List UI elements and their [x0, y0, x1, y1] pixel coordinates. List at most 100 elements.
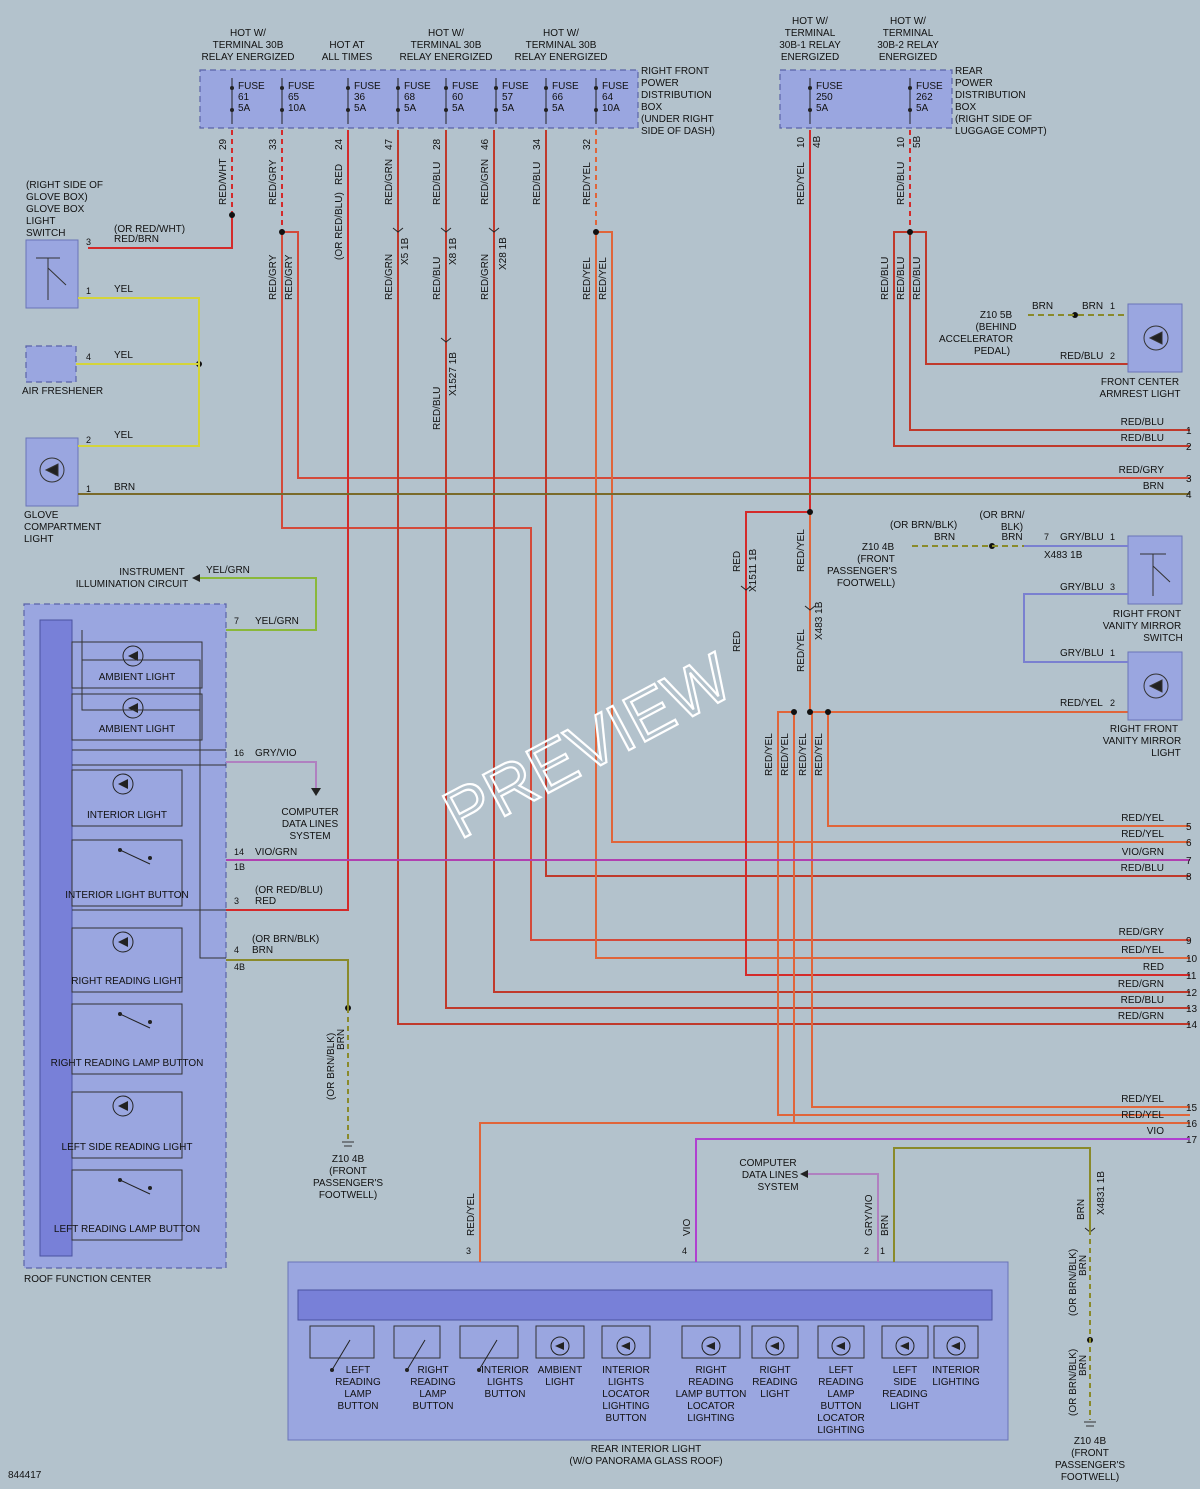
svg-text:BRN: BRN	[1143, 481, 1164, 492]
svg-text:RED/YEL: RED/YEL	[814, 733, 825, 776]
svg-text:6: 6	[1186, 838, 1192, 849]
pin-r4: 4	[682, 1246, 687, 1256]
or-brn-blk-right-2: (OR BRN/BLK)BRN	[980, 510, 1025, 543]
right-wire-3: RED/GRY 3	[1119, 465, 1192, 485]
lamp-icon	[39, 457, 65, 483]
svg-text:RED/YEL: RED/YEL	[796, 529, 807, 572]
brn-blk-right-vert-2: (OR BRN/BLK)	[1068, 1349, 1079, 1416]
svg-text:24: 24	[334, 138, 345, 150]
svg-text:RED/BLU: RED/BLU	[896, 162, 907, 205]
brn-armrest-label-1: BRN	[1032, 301, 1053, 312]
diagram-id: 844417	[8, 1470, 42, 1481]
brn-blk-vert: (OR BRN/BLK)	[326, 1033, 337, 1100]
svg-text:7: 7	[1186, 856, 1192, 867]
svg-text:VIO: VIO	[1147, 1126, 1164, 1137]
svg-text:RED/GRY: RED/GRY	[268, 254, 279, 300]
pin-3: 3	[86, 237, 91, 247]
lamp-icon	[946, 1336, 966, 1356]
svg-text:RED/BLU: RED/BLU	[1121, 995, 1164, 1006]
brn-blk-label: (OR BRN/BLK)BRN	[252, 934, 319, 956]
roof-item-label: RIGHT READING LAMP BUTTON	[51, 1058, 204, 1069]
gry-blu-label-2: GRY/BLU	[1060, 582, 1104, 593]
lamp-icon	[112, 773, 134, 795]
svg-text:3: 3	[1186, 474, 1192, 485]
rear-interior-light	[287, 1261, 1009, 1441]
svg-text:32: 32	[582, 138, 593, 150]
svg-text:14: 14	[1186, 1020, 1198, 1031]
pin-4b: 4B	[234, 962, 245, 972]
brn-label: BRN	[114, 482, 135, 493]
svg-text:4B: 4B	[812, 135, 823, 148]
roof-item-5: RIGHT READING LAMP BUTTON	[51, 1003, 204, 1075]
lamp-icon	[616, 1336, 636, 1356]
svg-text:RED/GRY: RED/GRY	[1119, 927, 1165, 938]
gry-blu-label-1: GRY/BLU	[1060, 532, 1104, 543]
pin-m1b: 1	[1110, 648, 1115, 658]
svg-text:RED/BLU: RED/BLU	[1121, 863, 1164, 874]
lamp-icon	[765, 1336, 785, 1356]
svg-text:RED/GRY: RED/GRY	[1119, 465, 1165, 476]
yellow-wires	[76, 297, 200, 447]
svg-text:34: 34	[532, 138, 543, 150]
red-blu-armrest-label: RED/BLU	[1060, 351, 1103, 362]
svg-text:RED/BLU: RED/BLU	[880, 257, 891, 300]
gry-blu-loop	[1023, 593, 1128, 663]
svg-text:RED/BLU: RED/BLU	[532, 162, 543, 205]
lamp-icon	[701, 1336, 721, 1356]
svg-text:RED: RED	[1143, 962, 1164, 973]
pin-m1: 1	[1110, 532, 1115, 542]
roof-item-0: AMBIENT LIGHT	[71, 641, 203, 689]
ground-icon	[1084, 1421, 1096, 1427]
connector-ticks	[392, 227, 1096, 1233]
roof-wires	[226, 761, 1190, 1140]
roof-center-label: ROOF FUNCTION CENTER	[24, 1274, 151, 1285]
svg-text:RED/GRN: RED/GRN	[384, 159, 395, 205]
right-wire-9: RED/GRY 9	[1119, 927, 1192, 947]
svg-text:X1527 1B: X1527 1B	[448, 352, 459, 396]
pin-14: 14	[234, 847, 244, 857]
rear-brn-label: BRN	[880, 1215, 891, 1236]
brn-armrest-label-2: BRN	[1082, 301, 1103, 312]
rear-gry-vio-label: GRY/VIO	[864, 1194, 875, 1236]
svg-text:12: 12	[1186, 988, 1198, 999]
roof-item-label: AMBIENT LIGHT	[99, 724, 176, 735]
switch-icon	[1140, 553, 1171, 596]
svg-text:9: 9	[1186, 936, 1192, 947]
roof-link-5	[199, 710, 226, 959]
svg-text:RED: RED	[334, 164, 345, 185]
air-freshener	[25, 345, 77, 383]
svg-text:RED/YEL: RED/YEL	[1121, 1110, 1164, 1121]
svg-text:RED/YEL: RED/YEL	[1121, 1094, 1164, 1105]
svg-text:1: 1	[1186, 426, 1192, 437]
